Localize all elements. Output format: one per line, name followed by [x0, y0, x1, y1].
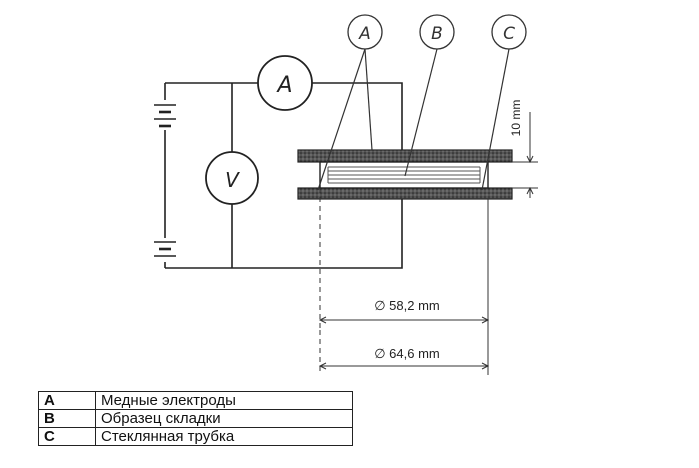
- voltmeter-label: V: [225, 168, 240, 192]
- callouts: [317, 48, 510, 191]
- test-cell: [297, 149, 513, 200]
- legend-description: Образец складки: [95, 409, 353, 428]
- legend-description: Стеклянная трубка: [95, 427, 353, 446]
- inner-diameter-label: ∅ 58,2 mm: [374, 298, 440, 313]
- top-electrode: [297, 149, 513, 163]
- callout-c-label: C: [503, 24, 515, 44]
- legend-table: A Медные электроды B Образец складки C С…: [38, 391, 353, 446]
- fold-sample: [327, 166, 481, 184]
- ammeter-label: A: [275, 73, 292, 98]
- legend-row: C Стеклянная трубка: [38, 427, 353, 446]
- battery-bottom: [154, 241, 176, 257]
- legend-row: A Медные электроды: [38, 391, 353, 410]
- voltmeter: V: [205, 151, 259, 205]
- callout-b: B: [419, 14, 455, 50]
- circuit-wires: [164, 82, 403, 269]
- legend-row: B Образец складки: [38, 409, 353, 428]
- callout-a: A: [347, 14, 383, 50]
- legend-key: B: [38, 409, 96, 428]
- callout-b-label: B: [431, 24, 443, 44]
- legend-key: A: [38, 391, 96, 410]
- inner-diameter-dimension: [318, 188, 490, 375]
- outer-diameter-label: ∅ 64,6 mm: [374, 346, 440, 361]
- battery-top: [154, 104, 176, 128]
- height-dimension-label: 10 mm: [509, 100, 523, 137]
- bottom-electrode: [297, 187, 513, 200]
- height-dimension: [512, 112, 538, 198]
- callout-c: C: [491, 14, 527, 50]
- legend-key: C: [38, 427, 96, 446]
- legend-description: Медные электроды: [95, 391, 353, 410]
- callout-a-label: A: [358, 24, 371, 44]
- ammeter: A: [257, 55, 313, 111]
- outer-diameter-dimension: [318, 330, 490, 375]
